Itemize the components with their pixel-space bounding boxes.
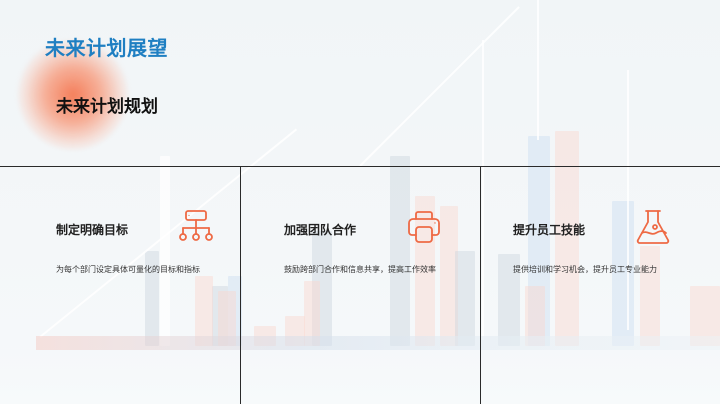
slide-title: 未来计划展望 bbox=[45, 36, 168, 60]
column-divider bbox=[480, 166, 481, 404]
card-team-collaboration: 加强团队合作 鼓励跨部门合作和信息共享，提高工作效率 bbox=[240, 167, 480, 404]
card-title: 提升员工技能 bbox=[513, 223, 586, 237]
decorative-orange-blob bbox=[18, 40, 128, 150]
card-title: 制定明确目标 bbox=[56, 223, 129, 237]
flask-icon bbox=[633, 207, 673, 247]
slide-subtitle: 未来计划规划 bbox=[56, 97, 158, 117]
card-description: 为每个部门设定具体可量化的目标和指标 bbox=[56, 265, 200, 274]
card-description: 提供培训和学习机会，提升员工专业能力 bbox=[513, 265, 657, 274]
card-description: 鼓励跨部门合作和信息共享，提高工作效率 bbox=[284, 265, 436, 274]
card-title: 加强团队合作 bbox=[284, 223, 357, 237]
printer-icon bbox=[404, 207, 444, 247]
section-divider bbox=[0, 166, 720, 167]
hierarchy-org-chart-icon bbox=[176, 207, 216, 247]
column-divider bbox=[240, 166, 241, 404]
card-set-goals: 制定明确目标 为每个部门设定具体可量化的目标和指标 bbox=[0, 167, 240, 404]
card-improve-skills: 提升员工技能 提供培训和学习机会，提升员工专业能力 bbox=[480, 167, 720, 404]
